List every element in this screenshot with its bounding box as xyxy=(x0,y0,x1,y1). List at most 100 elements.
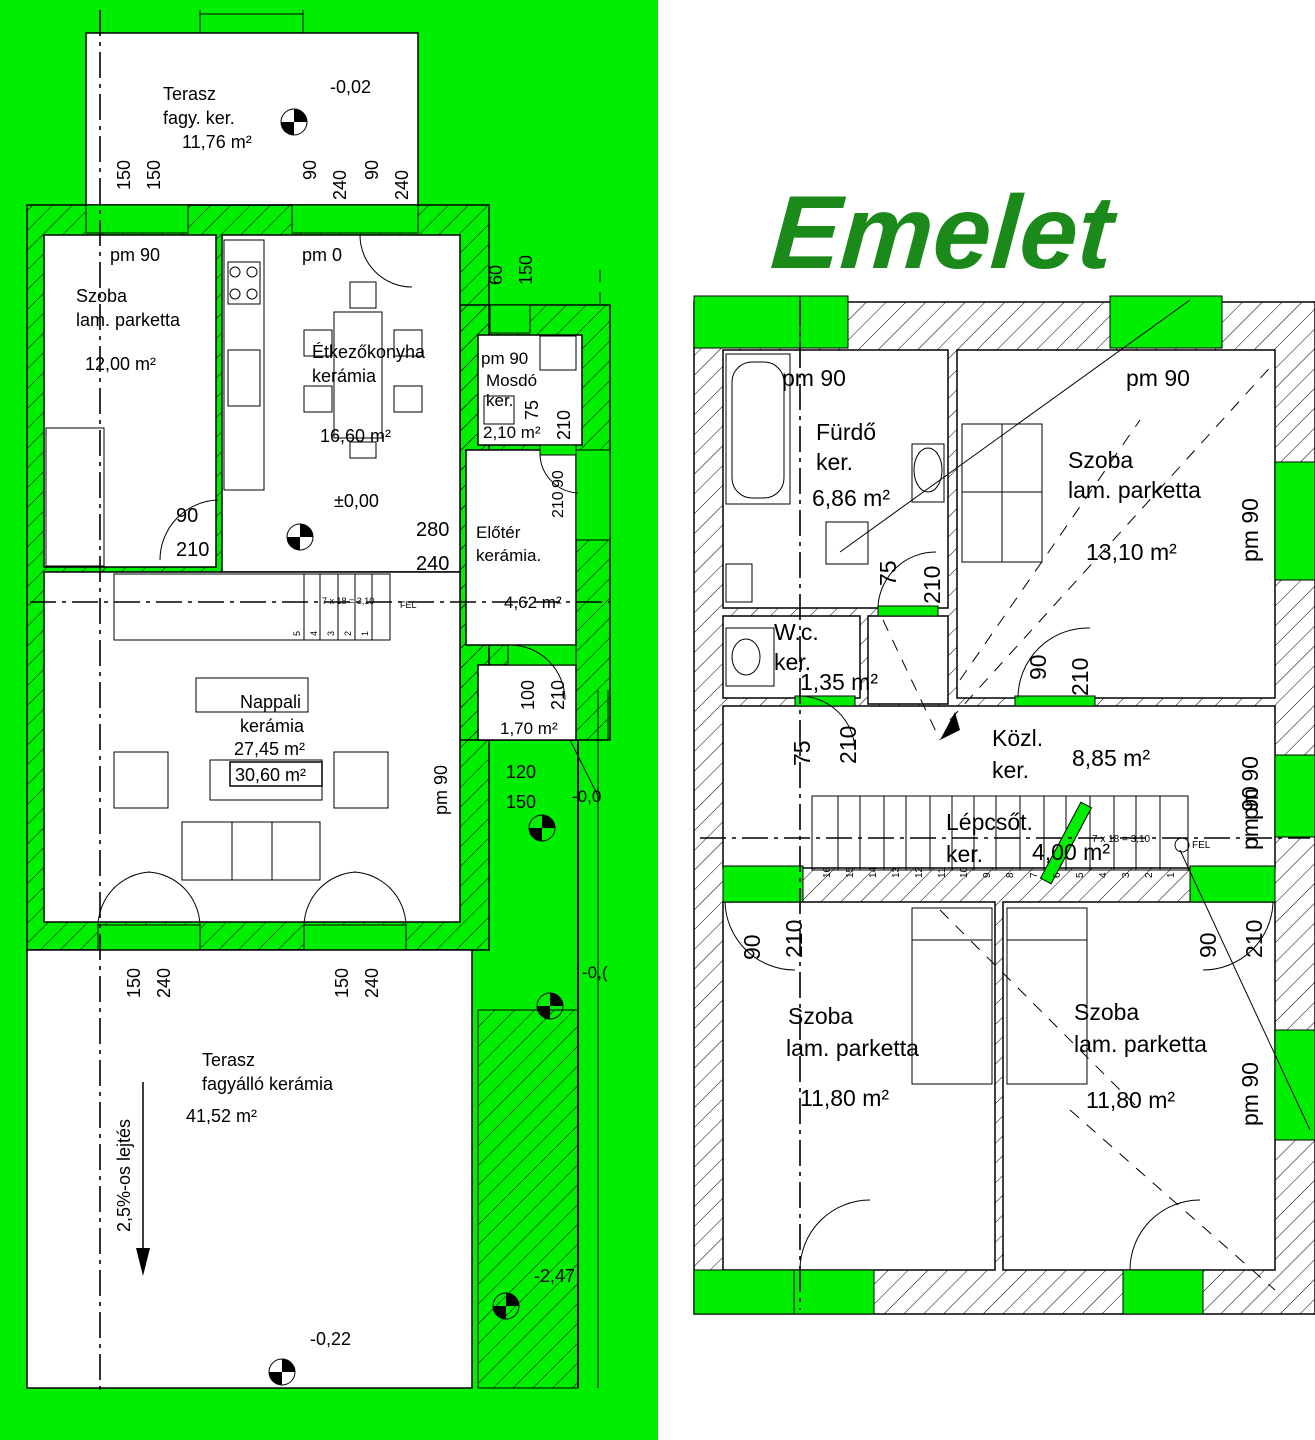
wc-door-h: 210 xyxy=(835,726,861,764)
bedroom-se-name: Szoba xyxy=(1074,999,1139,1025)
bedroom-se-door-h: 210 xyxy=(1241,920,1267,958)
bedroom-ne-area: 13,10 m² xyxy=(1086,539,1177,565)
upper-step-15: 15 xyxy=(845,866,856,878)
stair-pm-side: pm 90 xyxy=(1237,786,1263,850)
living-material: kerámia xyxy=(240,716,305,736)
small-room-door-w: 100 xyxy=(518,680,538,710)
terrace-bottom-area: 41,52 m² xyxy=(186,1106,257,1126)
room-left-name: Szoba xyxy=(76,286,128,306)
hall-area: 4,62 m² xyxy=(504,593,562,612)
corridor-material: ker. xyxy=(992,757,1029,783)
dim-top-right-1: 90 xyxy=(300,160,320,180)
ground-stair-step-numbers: 1 2 3 4 5 xyxy=(292,631,370,636)
upper-floor-labels: Emelet pm 90 Fürdő ker. 6,86 m² 75 210 p… xyxy=(739,175,1267,1126)
upper-step-11: 11 xyxy=(937,867,948,878)
washroom-area: 2,10 m² xyxy=(483,423,541,442)
dim-top-right-2: 240 xyxy=(330,170,350,200)
ground-stair-dir: FEL xyxy=(400,600,417,610)
room-left-door-h: 210 xyxy=(176,539,209,561)
kitchen-door-w: 280 xyxy=(416,519,449,541)
corridor-area: 8,85 m² xyxy=(1072,745,1150,771)
upper-step-12: 12 xyxy=(914,866,925,878)
ground-step-1: 1 xyxy=(360,631,370,636)
bedroom-se-door-w: 90 xyxy=(1195,932,1221,958)
upper-step-16: 16 xyxy=(822,866,833,878)
room-left-pm: pm 90 xyxy=(110,245,160,265)
dim-bottom-4: 240 xyxy=(362,968,382,998)
terrace-bottom-slope: 2,5%-os lejtés xyxy=(114,1119,134,1232)
stair-dir: FEL xyxy=(1192,840,1211,851)
kitchen-pm: pm 0 xyxy=(302,245,342,265)
washroom-name: Mosdó xyxy=(486,371,537,390)
dim-top-left-1: 150 xyxy=(114,160,134,190)
washroom-door-w: 75 xyxy=(522,400,542,420)
small-room-area xyxy=(477,664,577,741)
terrace-bottom-name: Terasz xyxy=(202,1050,255,1070)
wc-area: 1,35 m² xyxy=(800,669,878,695)
ramp-level-2: -2,47 xyxy=(534,1266,575,1286)
corridor-pm-side: pm 90 xyxy=(1237,756,1263,820)
kitchen-material: kerámia xyxy=(312,366,377,386)
dim-side-1: 60 xyxy=(486,265,506,285)
terrace-top-name: Terasz xyxy=(163,84,216,104)
room-left-door-w: 90 xyxy=(176,505,198,527)
kitchen-name: Étkezőkonyha xyxy=(312,342,426,362)
bottom-terrace xyxy=(26,949,473,1389)
hall-door-w: 90 xyxy=(550,470,567,488)
bath-door-w: 75 xyxy=(875,560,901,586)
washroom-area xyxy=(477,334,583,446)
upper-step-4: 4 xyxy=(1098,872,1109,878)
entry-level: -0,0 xyxy=(572,787,601,806)
bedroom-ne-door-h: 210 xyxy=(1067,658,1093,696)
bedroom-sw-door-h: 210 xyxy=(781,920,807,958)
ground-step-3: 3 xyxy=(326,631,336,636)
ground-floor-plan xyxy=(0,0,658,1440)
upper-step-14: 14 xyxy=(868,866,879,878)
bedroom-se-area xyxy=(1002,901,1276,1271)
bedroom-ne-area xyxy=(956,349,1276,699)
ground-step-2: 2 xyxy=(343,631,353,636)
living-area xyxy=(43,571,461,923)
wc-door-w: 75 xyxy=(789,740,815,766)
bath-name: Fürdő xyxy=(816,419,876,445)
kitchen-area xyxy=(221,234,461,573)
entry-w: 120 xyxy=(506,762,536,782)
bath-area xyxy=(722,349,949,609)
hall-door-h: 210 xyxy=(550,491,567,518)
bedroom-se-pm-side: pm 90 xyxy=(1237,1062,1263,1126)
room-left-area: 12,00 m² xyxy=(85,354,156,374)
top-terrace xyxy=(85,32,419,206)
washroom-pm: pm 90 xyxy=(481,349,528,368)
dim-bottom-1: 150 xyxy=(124,968,144,998)
hall-area xyxy=(465,449,577,646)
upper-floor-plan xyxy=(658,0,1315,1440)
bedroom-se-area: 11,80 m² xyxy=(1086,1087,1175,1113)
kitchen-area: 16,60 m² xyxy=(320,426,391,446)
upper-stair xyxy=(811,795,1189,871)
wc-area xyxy=(722,615,861,699)
kitchen-level: ±0,00 xyxy=(334,491,379,511)
terrace-top-material: fagy. ker. xyxy=(163,108,235,128)
upper-step-10: 10 xyxy=(959,866,970,878)
living-area: 27,45 m² xyxy=(234,739,305,759)
upper-step-13: 13 xyxy=(891,866,902,878)
upper-step-9: 9 xyxy=(982,872,993,878)
upper-step-2: 2 xyxy=(1144,872,1155,878)
bath-pm: pm 90 xyxy=(782,365,846,391)
bedroom-sw-material: lam. parketta xyxy=(786,1035,919,1061)
bath-material: ker. xyxy=(816,449,853,475)
washroom-door-h: 210 xyxy=(554,410,574,440)
ramp-level-1: -0,( xyxy=(582,963,608,982)
floor-title: Emelet xyxy=(768,175,1121,291)
room-left xyxy=(43,234,217,568)
bedroom-ne-door-w: 90 xyxy=(1025,654,1051,680)
entry-h: 150 xyxy=(506,792,536,812)
upper-step-3: 3 xyxy=(1121,872,1132,878)
bedroom-ne-pm: pm 90 xyxy=(1126,365,1190,391)
upper-stair-step-numbers: 16 15 14 13 12 11 10 9 8 7 6 5 4 3 2 1 xyxy=(822,866,1177,878)
upper-step-8: 8 xyxy=(1005,872,1016,878)
bedroom-sw-area xyxy=(722,901,996,1271)
stairwell-void xyxy=(867,615,949,705)
dim-top-left-2: 150 xyxy=(144,160,164,190)
